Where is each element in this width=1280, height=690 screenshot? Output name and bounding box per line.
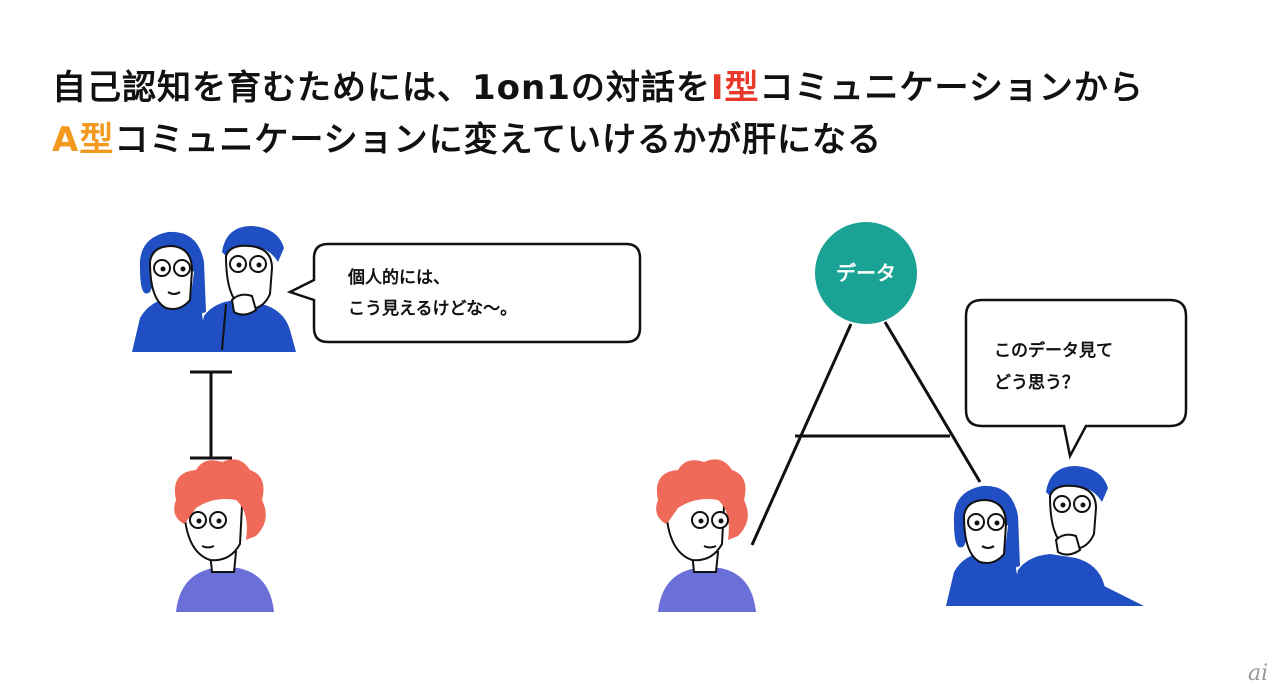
title-line1-text-a: 自己認知を育むためには、1on1の対話を: [52, 68, 711, 108]
speech-bubble-left: 個人的には、 こう見えるけどな〜。: [286, 242, 642, 344]
left-bubble-line-1: 個人的には、: [347, 267, 450, 288]
i-shape-connector: [190, 370, 232, 460]
title-i-type-highlight: I型: [710, 68, 760, 108]
title-line2-text-b: コミュニケーションに変えていけるかが肝になる: [114, 120, 882, 160]
title-line-2: A型コミュニケーションに変えていけるかが肝になる: [52, 114, 1144, 166]
red-hair-person-icon-left: [174, 459, 274, 612]
watermark-logo: ai: [1248, 661, 1268, 686]
slide-title: 自己認知を育むためには、1on1の対話をI型コミュニケーションから A型コミュニ…: [52, 62, 1144, 166]
data-badge: データ: [815, 222, 917, 324]
data-badge-label: データ: [836, 261, 896, 285]
right-bubble-line-1: このデータ見て: [994, 340, 1113, 361]
title-line1-text-b: コミュニケーションから: [759, 68, 1144, 108]
left-bubble-line-2: こう見えるけどな〜。: [348, 299, 517, 319]
pair-people-icon-right: [946, 466, 1144, 606]
title-a-type-highlight: A型: [52, 120, 115, 160]
title-line-1: 自己認知を育むためには、1on1の対話をI型コミュニケーションから: [52, 62, 1144, 114]
right-bubble-line-2: どう思う？: [994, 373, 1079, 393]
pair-people-icon-left: [132, 226, 296, 352]
speech-bubble-right: このデータ見て どう思う？: [964, 298, 1188, 460]
red-hair-person-icon-right: [656, 459, 756, 612]
a-shape-connector: [750, 321, 982, 546]
